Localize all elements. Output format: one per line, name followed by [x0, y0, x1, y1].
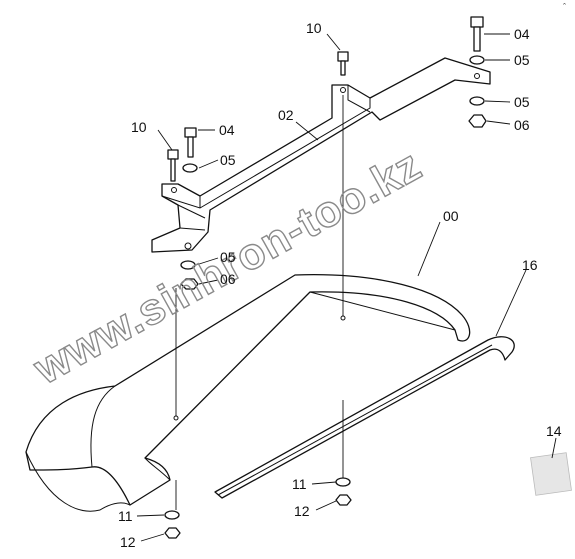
washer-05-lower-right	[469, 96, 485, 106]
callout-00: 00	[443, 208, 459, 224]
washer-11-right	[335, 477, 351, 487]
callout-11-right: 11	[292, 476, 307, 492]
nut-06-left	[180, 278, 199, 290]
callout-05-upper-right: 05	[514, 52, 530, 68]
assembly-center-lines	[173, 95, 346, 510]
callout-05-lower-left: 05	[220, 249, 236, 265]
callout-14: 14	[546, 423, 562, 439]
bolt-10-right	[337, 51, 349, 76]
callout-02: 02	[278, 107, 294, 123]
callout-16: 16	[522, 257, 538, 273]
callout-12-left: 12	[120, 534, 136, 550]
washer-05-upper-left	[182, 163, 198, 173]
bracket-02	[151, 57, 491, 253]
callout-05-upper-left: 05	[220, 152, 236, 168]
bolt-10-left	[167, 149, 179, 182]
nut-12-right	[335, 494, 352, 506]
callout-05-lower-right: 05	[514, 94, 530, 110]
callout-04-left: 04	[219, 122, 235, 138]
bolt-04-right	[470, 16, 484, 52]
washer-05-lower-left	[180, 260, 196, 270]
nut-12-left	[164, 527, 181, 539]
callout-06-right: 06	[514, 117, 530, 133]
rubber-strip-16	[214, 336, 515, 499]
callout-10-right: 10	[306, 20, 322, 36]
washer-11-left	[164, 510, 180, 520]
corner-mark: ˆ	[563, 2, 566, 12]
callout-11-left: 11	[118, 508, 133, 524]
label-sheet-14	[530, 452, 572, 496]
callout-12-right: 12	[294, 503, 310, 519]
callout-04-right: 04	[514, 26, 530, 42]
washer-05-upper-right	[469, 55, 485, 65]
nut-06-right	[468, 114, 487, 128]
belt-cover-00	[25, 274, 471, 512]
callout-06-left: 06	[220, 271, 236, 287]
bolt-04-left	[184, 127, 197, 158]
callout-10-left: 10	[131, 119, 147, 135]
callout-leaders	[136, 33, 557, 542]
